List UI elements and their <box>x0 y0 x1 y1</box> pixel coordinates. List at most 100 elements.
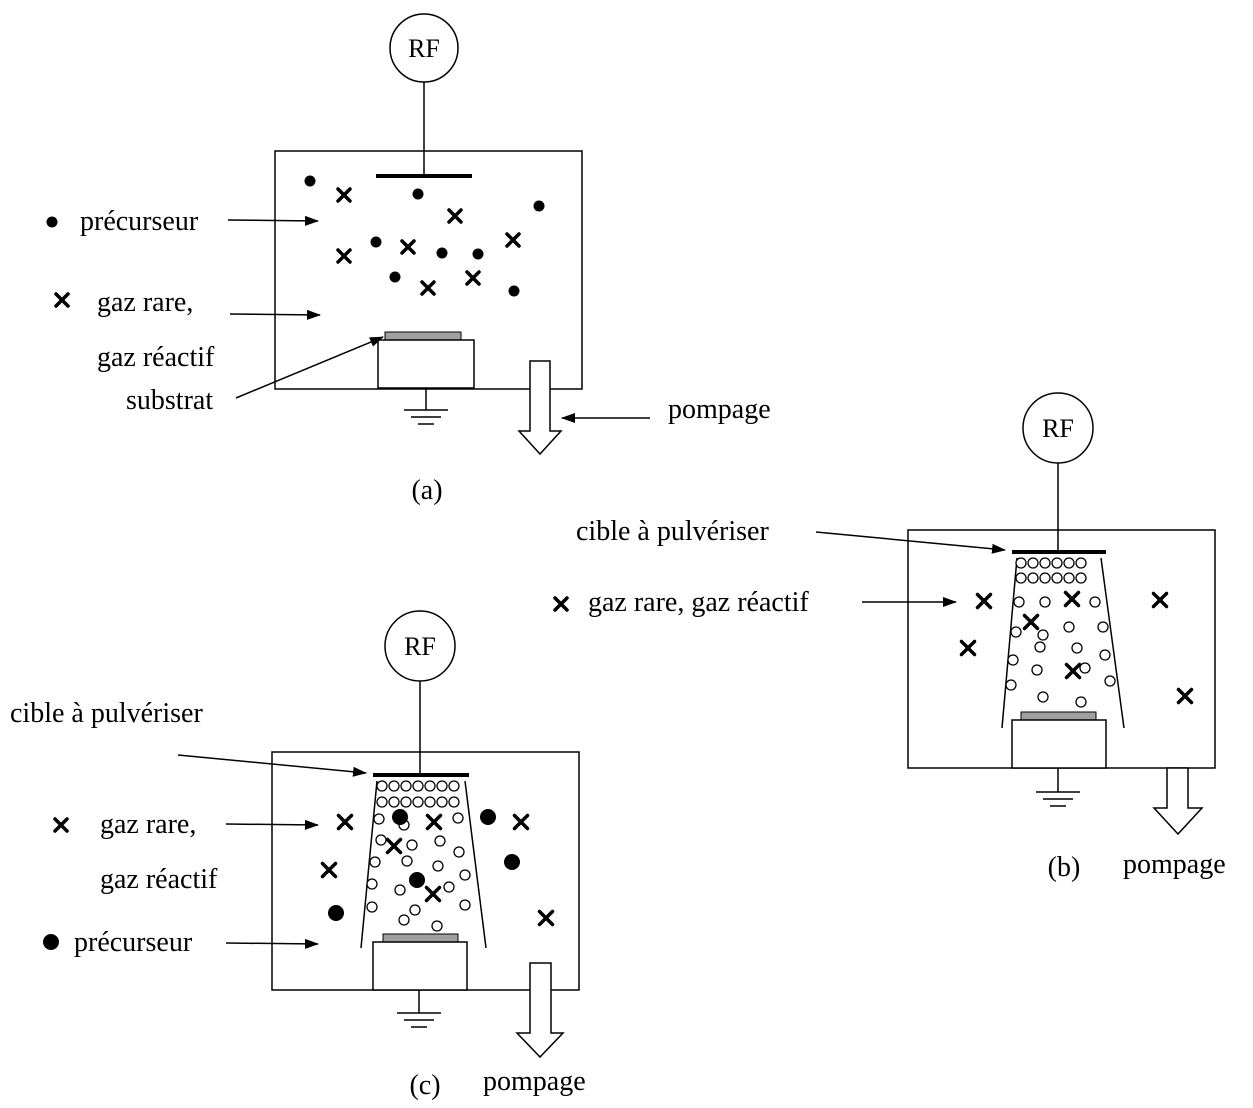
ground-a <box>404 388 448 425</box>
sputtered-particle <box>424 796 436 808</box>
chamber-a <box>274 150 583 390</box>
pump-label-b: pompage <box>1123 849 1226 880</box>
gas-symbol-c <box>53 817 69 833</box>
gas-particle <box>400 239 416 255</box>
pump-label-a: pompage <box>668 394 771 425</box>
sputtered-particle <box>1097 621 1109 633</box>
sputtered-particle <box>1079 662 1091 674</box>
precursor-particle <box>392 809 408 825</box>
substrate-holder-b <box>1011 719 1107 769</box>
substrate-label-a: substrat <box>126 385 213 416</box>
sputtered-particle <box>1027 572 1039 584</box>
gas-particle <box>320 861 338 879</box>
precursor-particle <box>533 200 545 212</box>
sputtered-particle <box>436 780 448 792</box>
sputtered-particle <box>1015 572 1027 584</box>
precursor-symbol-a <box>46 216 58 228</box>
sputtered-particle <box>398 914 410 926</box>
sputtered-particle <box>1063 621 1075 633</box>
gas-label-c-2: gaz réactif <box>100 864 218 895</box>
sputtered-particle <box>448 780 460 792</box>
substrate-b <box>1020 711 1097 721</box>
sputtered-particle <box>1027 557 1039 569</box>
gas-particle <box>1022 613 1040 631</box>
sputtered-particle <box>1013 596 1025 608</box>
pump-arrow-a <box>517 360 563 456</box>
substrate-a <box>384 331 462 341</box>
gas-particle <box>424 885 442 903</box>
rf-label-a: RF <box>408 34 440 63</box>
gas-particle <box>975 592 993 610</box>
pump-arrow-c <box>515 962 565 1059</box>
caption-b: (b) <box>1048 852 1081 883</box>
precursor-particle <box>304 175 316 187</box>
target-label-c: cible à pulvériser <box>10 698 203 729</box>
precursor-particle <box>370 236 382 248</box>
sputtered-particle <box>388 796 400 808</box>
diagram-b: RF cible à pulvériser gaz rare, gaz réac… <box>553 392 1226 883</box>
gas-label-b: gaz rare, gaz réactif <box>588 587 809 618</box>
sputtered-particle <box>369 856 381 868</box>
target-arrow-b <box>815 531 1006 554</box>
sputtered-particle <box>453 846 465 858</box>
gas-particle <box>1064 662 1082 680</box>
particles-c <box>320 780 555 932</box>
gas-arrow-a <box>229 309 321 320</box>
sputtered-particle <box>1007 654 1019 666</box>
sputtered-particle <box>1075 696 1087 708</box>
sputtered-particle <box>1051 572 1063 584</box>
caption-a: (a) <box>411 475 442 506</box>
gas-particle <box>425 813 443 831</box>
sputtered-particle <box>1051 557 1063 569</box>
plasma-edge-left-c <box>360 780 378 949</box>
sputtered-particle <box>1099 649 1111 661</box>
gas-particle <box>336 187 352 203</box>
gas-particle <box>336 248 352 264</box>
substrate-holder-a <box>377 339 475 389</box>
sputtered-particle <box>432 860 444 872</box>
precursor-label-a: précurseur <box>80 206 199 237</box>
sputtered-particle <box>448 796 460 808</box>
precursor-particle <box>504 854 520 870</box>
gas-particle <box>959 639 977 657</box>
precursor-particle <box>508 285 520 297</box>
gas-arrow-c <box>225 819 319 830</box>
gas-label-a-2: gaz réactif <box>97 342 215 373</box>
sputtered-particle <box>366 878 378 890</box>
sputtered-particle <box>1104 675 1116 687</box>
pump-label-c: pompage <box>483 1066 586 1097</box>
precursor-arrow-c <box>225 938 319 949</box>
sputtered-particle <box>401 855 413 867</box>
precursor-particle <box>412 188 424 200</box>
diagram-a: RF précurseur gaz rare, gaz réactif subs… <box>46 13 771 506</box>
sputtered-particle <box>376 780 388 792</box>
ground-b <box>1036 768 1080 807</box>
plasma-edge-right-c <box>464 780 487 949</box>
sputtered-particle <box>375 834 387 846</box>
sputtered-particle <box>459 899 471 911</box>
sputtered-particle <box>1075 557 1087 569</box>
sputtered-particle <box>1031 664 1043 676</box>
gas-particle <box>512 813 530 831</box>
sputtered-particle <box>431 920 443 932</box>
sputtered-particle <box>400 780 412 792</box>
sputtered-particle <box>434 835 446 847</box>
sputtered-particle <box>1010 626 1022 638</box>
sputtered-particle <box>424 780 436 792</box>
sputtered-particle <box>400 796 412 808</box>
target-arrow-c <box>177 754 367 777</box>
gas-particle <box>1063 590 1081 608</box>
pump-arrow-b <box>1152 767 1204 836</box>
gas-particle <box>537 909 555 927</box>
sputtered-particle <box>1063 557 1075 569</box>
gas-particle <box>465 270 481 286</box>
sputtered-particle <box>1071 642 1083 654</box>
precursor-particle <box>472 248 484 260</box>
precursor-particle <box>389 271 401 283</box>
sputtered-particle <box>1005 679 1017 691</box>
gas-label-c-1: gaz rare, <box>100 809 196 840</box>
caption-c: (c) <box>409 1070 440 1101</box>
sputtered-particle <box>388 780 400 792</box>
sputtered-particle <box>376 796 388 808</box>
